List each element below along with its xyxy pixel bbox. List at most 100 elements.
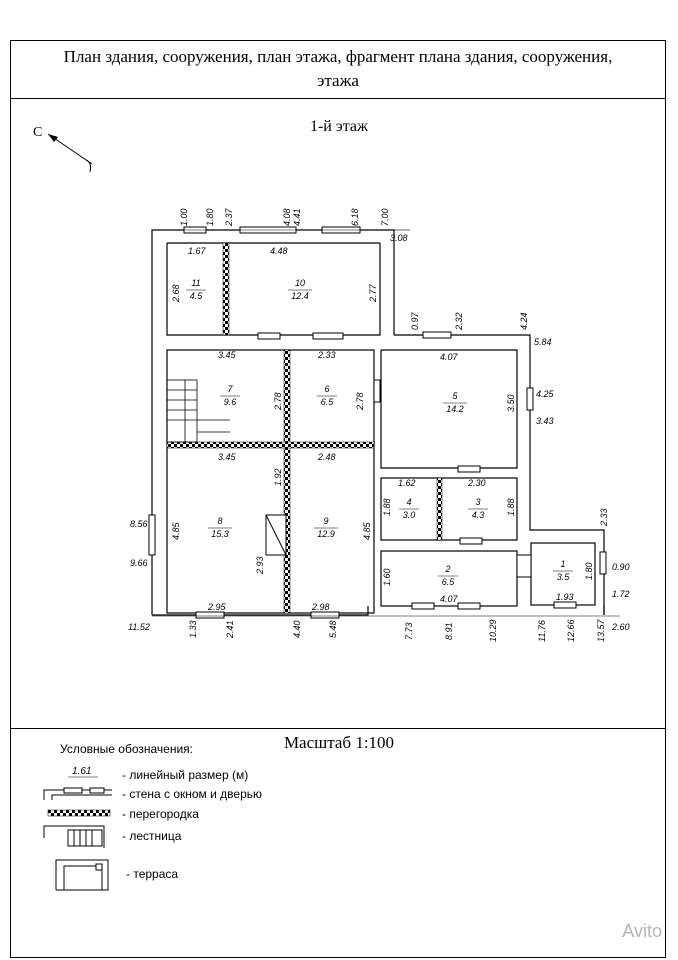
svg-text:6.5: 6.5 (321, 397, 335, 407)
svg-text:4: 4 (406, 497, 411, 507)
svg-text:1.88: 1.88 (506, 498, 516, 516)
legend-item-wall: - стена с окном и дверью (122, 787, 263, 801)
legend-symbols (43, 776, 112, 891)
svg-text:3.43: 3.43 (536, 416, 554, 426)
inner-dimensions: 4.48 1.67 2.68 2.77 3.45 2.33 2.78 2.78 … (130, 246, 630, 612)
svg-text:7.73: 7.73 (404, 622, 414, 640)
svg-text:4.25: 4.25 (536, 389, 555, 399)
svg-text:10.29: 10.29 (488, 619, 498, 642)
legend-title: Условные обозначения: (60, 742, 193, 756)
svg-text:8.56: 8.56 (130, 519, 148, 529)
svg-text:4.85: 4.85 (171, 521, 181, 540)
room-6: 66.5 (317, 384, 337, 407)
svg-text:11: 11 (191, 278, 200, 288)
svg-text:6.18: 6.18 (350, 208, 360, 226)
staircase (166, 379, 230, 443)
svg-text:2.30: 2.30 (467, 478, 486, 488)
room-8: 815.3 (208, 516, 232, 539)
header-divider (10, 98, 666, 99)
svg-text:2.93: 2.93 (255, 556, 265, 575)
svg-text:2.33: 2.33 (599, 508, 609, 527)
room-9: 912.9 (314, 516, 338, 539)
bottom-dimensions: 11.52 1.33 2.41 4.40 5.48 7.73 8.91 10.2… (128, 618, 630, 642)
svg-text:15.3: 15.3 (211, 529, 229, 539)
north-label: С (33, 125, 42, 140)
svg-text:4.24: 4.24 (519, 312, 529, 330)
svg-text:3.08: 3.08 (390, 233, 408, 243)
legend-divider (10, 728, 666, 729)
svg-text:2.78: 2.78 (273, 392, 283, 411)
svg-text:1.72: 1.72 (612, 589, 630, 599)
svg-text:9: 9 (323, 516, 328, 526)
room-10: 10 12.4 (288, 278, 312, 301)
svg-text:9.6: 9.6 (224, 397, 237, 407)
svg-text:4.3: 4.3 (472, 510, 485, 520)
svg-text:6.5: 6.5 (442, 577, 456, 587)
svg-text:1.80: 1.80 (205, 208, 215, 226)
svg-text:13.57: 13.57 (596, 618, 606, 642)
north-arrow-icon: С (33, 125, 93, 173)
svg-text:1.92: 1.92 (273, 468, 283, 486)
legend-item-partition: - перегородка (122, 807, 199, 821)
room-7: 79.6 (220, 384, 240, 407)
svg-text:5.84: 5.84 (534, 337, 552, 347)
svg-text:12.4: 12.4 (291, 291, 309, 301)
svg-text:1: 1 (560, 559, 565, 569)
svg-text:14.2: 14.2 (446, 404, 464, 414)
svg-text:8.91: 8.91 (444, 622, 454, 640)
svg-text:10: 10 (295, 278, 305, 288)
svg-text:2.68: 2.68 (171, 284, 181, 303)
legend-dim-sample: 1.61 (72, 766, 92, 777)
room-1: 13.5 (553, 559, 573, 582)
svg-text:3.5: 3.5 (557, 572, 571, 582)
svg-text:1.80: 1.80 (584, 562, 594, 580)
svg-text:2.98: 2.98 (311, 602, 330, 612)
svg-text:2.37: 2.37 (224, 207, 234, 227)
svg-text:1.88: 1.88 (382, 498, 392, 516)
svg-text:2.33: 2.33 (317, 350, 336, 360)
dimension-lines (152, 229, 620, 617)
svg-text:2: 2 (444, 564, 450, 574)
svg-text:1.00: 1.00 (179, 208, 189, 226)
top-dimensions: 1.00 1.80 2.37 4.08 4.41 6.18 7.00 3.08 (179, 207, 408, 243)
room-4: 43.0 (399, 497, 419, 520)
partitions (166, 242, 443, 614)
svg-text:1.62: 1.62 (398, 478, 416, 488)
svg-text:5: 5 (452, 391, 458, 401)
drawing-frame (10, 40, 666, 958)
svg-text:2.60: 2.60 (611, 622, 630, 632)
legend-item-terrace: - терраса (126, 867, 179, 881)
svg-text:3.0: 3.0 (403, 510, 416, 520)
room-3: 34.3 (468, 497, 488, 520)
svg-text:3.50: 3.50 (506, 394, 516, 412)
avito-watermark: Avito (622, 921, 662, 941)
svg-text:4.40: 4.40 (292, 620, 302, 638)
svg-text:1.60: 1.60 (382, 568, 392, 586)
scale-label: Масштаб 1:100 (283, 733, 395, 752)
legend-item-dimension: - линейный размер (м) (122, 768, 249, 782)
svg-text:7: 7 (227, 384, 233, 394)
svg-text:0.97: 0.97 (410, 311, 420, 330)
svg-text:0.90: 0.90 (612, 562, 630, 572)
svg-text:12.66: 12.66 (566, 619, 576, 642)
svg-text:6: 6 (324, 384, 329, 394)
svg-text:7.00: 7.00 (380, 208, 390, 226)
svg-text:3: 3 (475, 497, 480, 507)
svg-text:9.66: 9.66 (130, 558, 148, 568)
svg-text:2.77: 2.77 (368, 283, 378, 303)
svg-text:5.48: 5.48 (328, 620, 338, 638)
svg-text:3.45: 3.45 (218, 452, 237, 462)
room-2: 26.5 (438, 564, 458, 587)
room-5: 514.2 (443, 391, 467, 414)
svg-text:1.93: 1.93 (556, 592, 574, 602)
svg-text:11.52: 11.52 (128, 622, 150, 632)
svg-text:2.95: 2.95 (207, 602, 227, 612)
svg-text:4.5: 4.5 (190, 291, 204, 301)
svg-text:4.41: 4.41 (292, 208, 302, 226)
svg-text:3.45: 3.45 (218, 350, 237, 360)
drawing-title: План здания, сооружения, план этажа, фра… (63, 47, 613, 90)
room-11: 114.5 (186, 278, 206, 301)
svg-text:4.48: 4.48 (270, 246, 288, 256)
